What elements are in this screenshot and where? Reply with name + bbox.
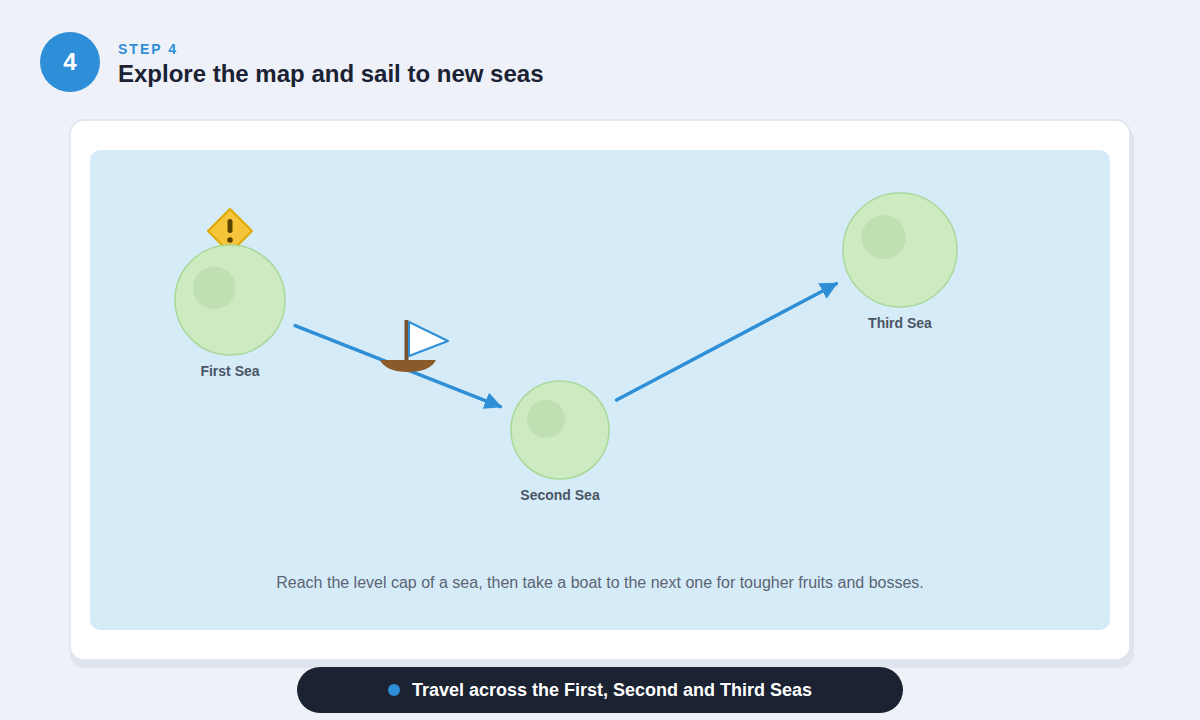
caption-pill: Travel across the First, Second and Thir… xyxy=(297,667,903,713)
island-shape xyxy=(510,380,610,480)
card xyxy=(70,120,1130,660)
card-shadow xyxy=(70,126,1134,668)
step-badge: 4 xyxy=(40,32,100,92)
sea-name: First Sea xyxy=(200,363,259,379)
sail-route xyxy=(295,326,500,407)
step-label: STEP 4 xyxy=(118,41,178,57)
sail-route xyxy=(617,284,837,400)
caption-dot xyxy=(388,684,400,696)
sea-name: Third Sea xyxy=(868,315,932,331)
note-text: Reach the level cap of a sea, then take … xyxy=(276,574,924,592)
sea-island: Second Sea xyxy=(510,380,610,480)
sea-name: Second Sea xyxy=(520,487,599,503)
step-number: 4 xyxy=(63,48,76,76)
sea-island: Third Sea xyxy=(842,192,958,308)
island-shape xyxy=(174,244,286,356)
island-shape xyxy=(842,192,958,308)
caption-text: Travel across the First, Second and Thir… xyxy=(412,680,812,701)
step-title: Explore the map and sail to new seas xyxy=(118,60,543,88)
sea-island: First Sea xyxy=(174,244,286,356)
sea-panel xyxy=(90,150,1110,630)
boat-icon xyxy=(380,320,448,372)
